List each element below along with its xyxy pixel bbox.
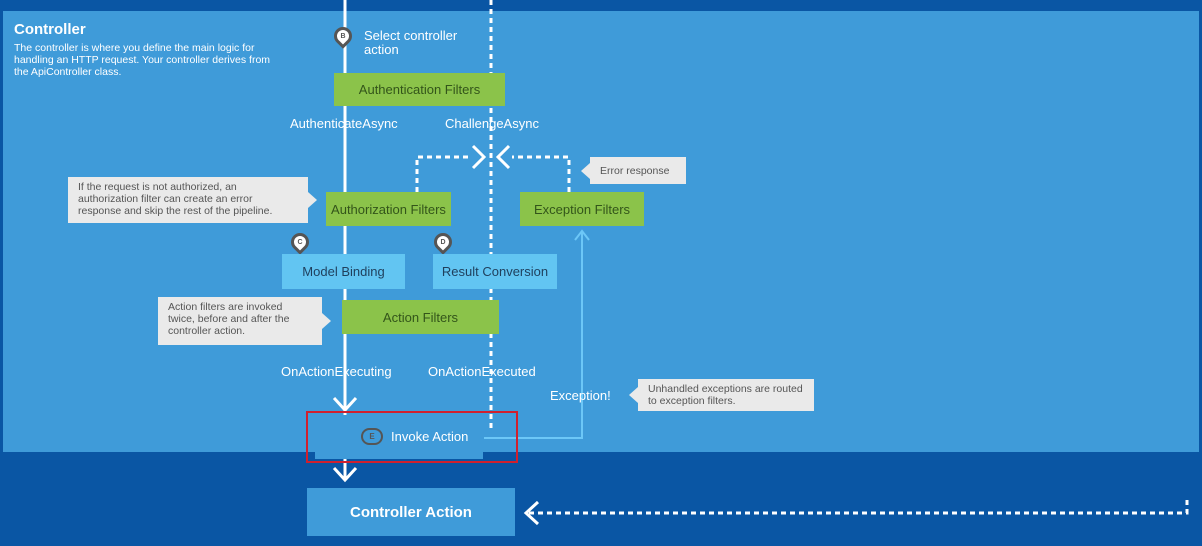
exception-filters-box: Exception Filters (520, 192, 644, 226)
invoke-action-label: Invoke Action (391, 429, 469, 444)
authenticate-async-label: AuthenticateAsync (290, 116, 398, 131)
error-response-note: Error response (581, 157, 686, 184)
challenge-async-label: ChallengeAsync (445, 116, 539, 131)
controller-description: The controller is where you define the m… (14, 42, 271, 78)
controller-panel (3, 11, 1199, 452)
return-flow-line (528, 500, 1189, 515)
step-e-marker-icon: E (361, 428, 383, 445)
invoke-arrow-icon (332, 396, 358, 413)
authorization-short-circuit-line (415, 155, 470, 192)
return-arrow-icon (523, 500, 540, 526)
authorization-filters-box: Authorization Filters (326, 192, 451, 226)
select-controller-action-label: Select controller action (364, 28, 458, 57)
action-filters-box: Action Filters (342, 300, 499, 334)
controller-title: Controller (14, 21, 86, 38)
controller-action-box: Controller Action (307, 488, 515, 536)
exception-response-arrow-icon (495, 144, 511, 170)
action-filters-note: Action filters are invoked twice, before… (158, 297, 331, 345)
on-action-executing-label: OnActionExecuting (281, 364, 392, 379)
on-action-executed-label: OnActionExecuted (428, 364, 536, 379)
unhandled-exceptions-note: Unhandled exceptions are routed to excep… (629, 379, 814, 411)
controller-action-arrow-icon (332, 466, 358, 483)
exception-label: Exception! (550, 388, 611, 403)
authentication-filters-box: Authentication Filters (334, 73, 505, 106)
exception-route-arrow-icon (574, 229, 590, 241)
exception-short-circuit-line (512, 155, 571, 192)
model-binding-box: Model Binding (282, 254, 405, 289)
result-conversion-box: Result Conversion (433, 254, 557, 289)
authorization-note: If the request is not authorized, an aut… (68, 177, 317, 223)
invoke-action-highlight (306, 411, 518, 463)
authorization-arrow-icon (471, 144, 487, 170)
invoke-action-box (315, 415, 483, 459)
